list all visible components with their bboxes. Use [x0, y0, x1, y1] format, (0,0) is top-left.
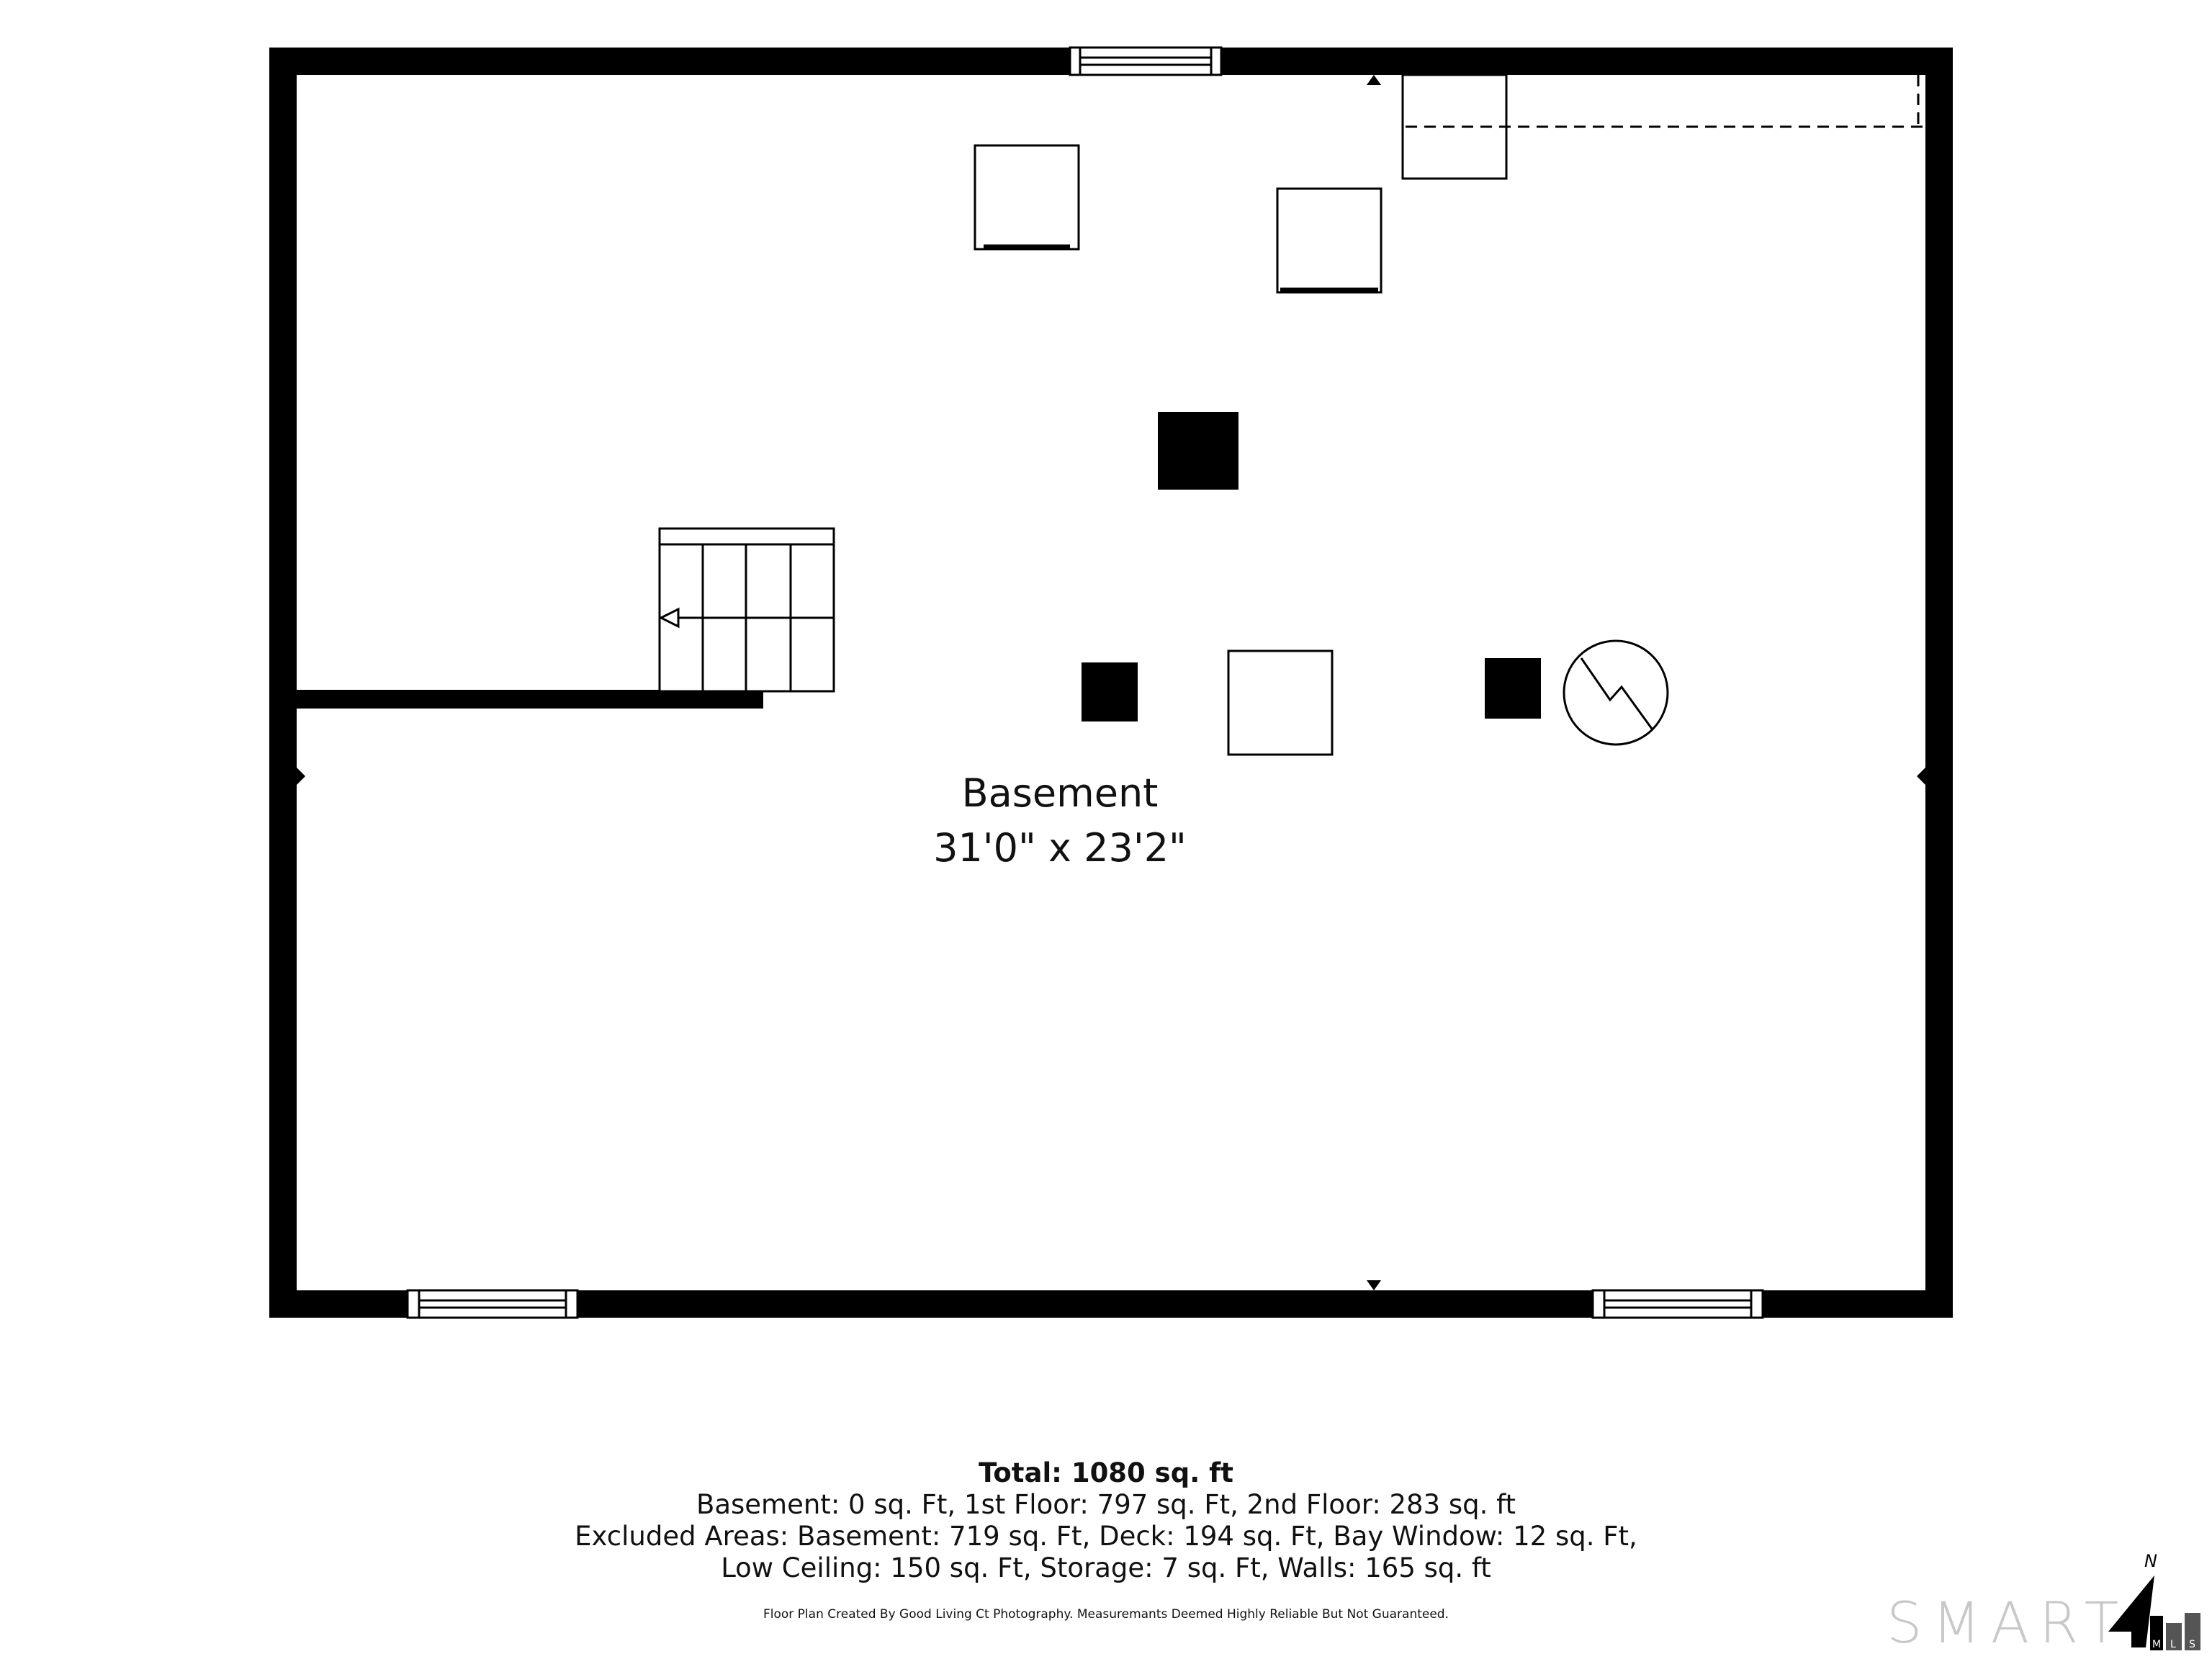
window-top — [1069, 46, 1223, 76]
storage-area — [1401, 73, 1923, 180]
room-dimensions: 31'0" x 23'2" — [933, 825, 1187, 871]
electrical-panel-icon — [1563, 639, 1669, 746]
mls-badges — [2150, 1613, 2200, 1650]
appliance-box-2 — [1276, 187, 1382, 294]
badge-l: L — [2170, 1639, 2176, 1650]
logo-graphic: N M L S — [2108, 1551, 2200, 1650]
window-bottom-right — [1591, 1289, 1764, 1319]
appliance-box-1 — [974, 144, 1080, 251]
support-columns — [1082, 412, 1541, 721]
badge-m: M — [2152, 1639, 2161, 1650]
area-breakdown-excluded-cont: Low Ceiling: 150 sq. Ft, Storage: 7 sq. … — [721, 1552, 1491, 1583]
badge-s: S — [2189, 1639, 2195, 1650]
compass-icon — [2108, 1575, 2154, 1647]
credit-note: Floor Plan Created By Good Living Ct Pho… — [763, 1607, 1449, 1622]
smart-mls-logo: SMART N M L S — [1887, 1541, 2211, 1656]
room-name: Basement — [961, 770, 1159, 816]
dimension-markers — [297, 75, 1925, 1290]
logo-wordmark: SMART — [1887, 1591, 2129, 1656]
area-breakdown-floors: Basement: 0 sq. Ft, 1st Floor: 797 sq. F… — [696, 1489, 1516, 1520]
interior-wall — [297, 690, 763, 709]
window-bottom-left — [406, 1289, 579, 1319]
compass-north-label: N — [2144, 1551, 2157, 1571]
stairs — [658, 527, 835, 693]
appliance-box-3 — [1227, 649, 1334, 756]
total-area: Total: 1080 sq. ft — [979, 1457, 1233, 1488]
area-breakdown-excluded: Excluded Areas: Basement: 719 sq. Ft, De… — [575, 1521, 1637, 1552]
